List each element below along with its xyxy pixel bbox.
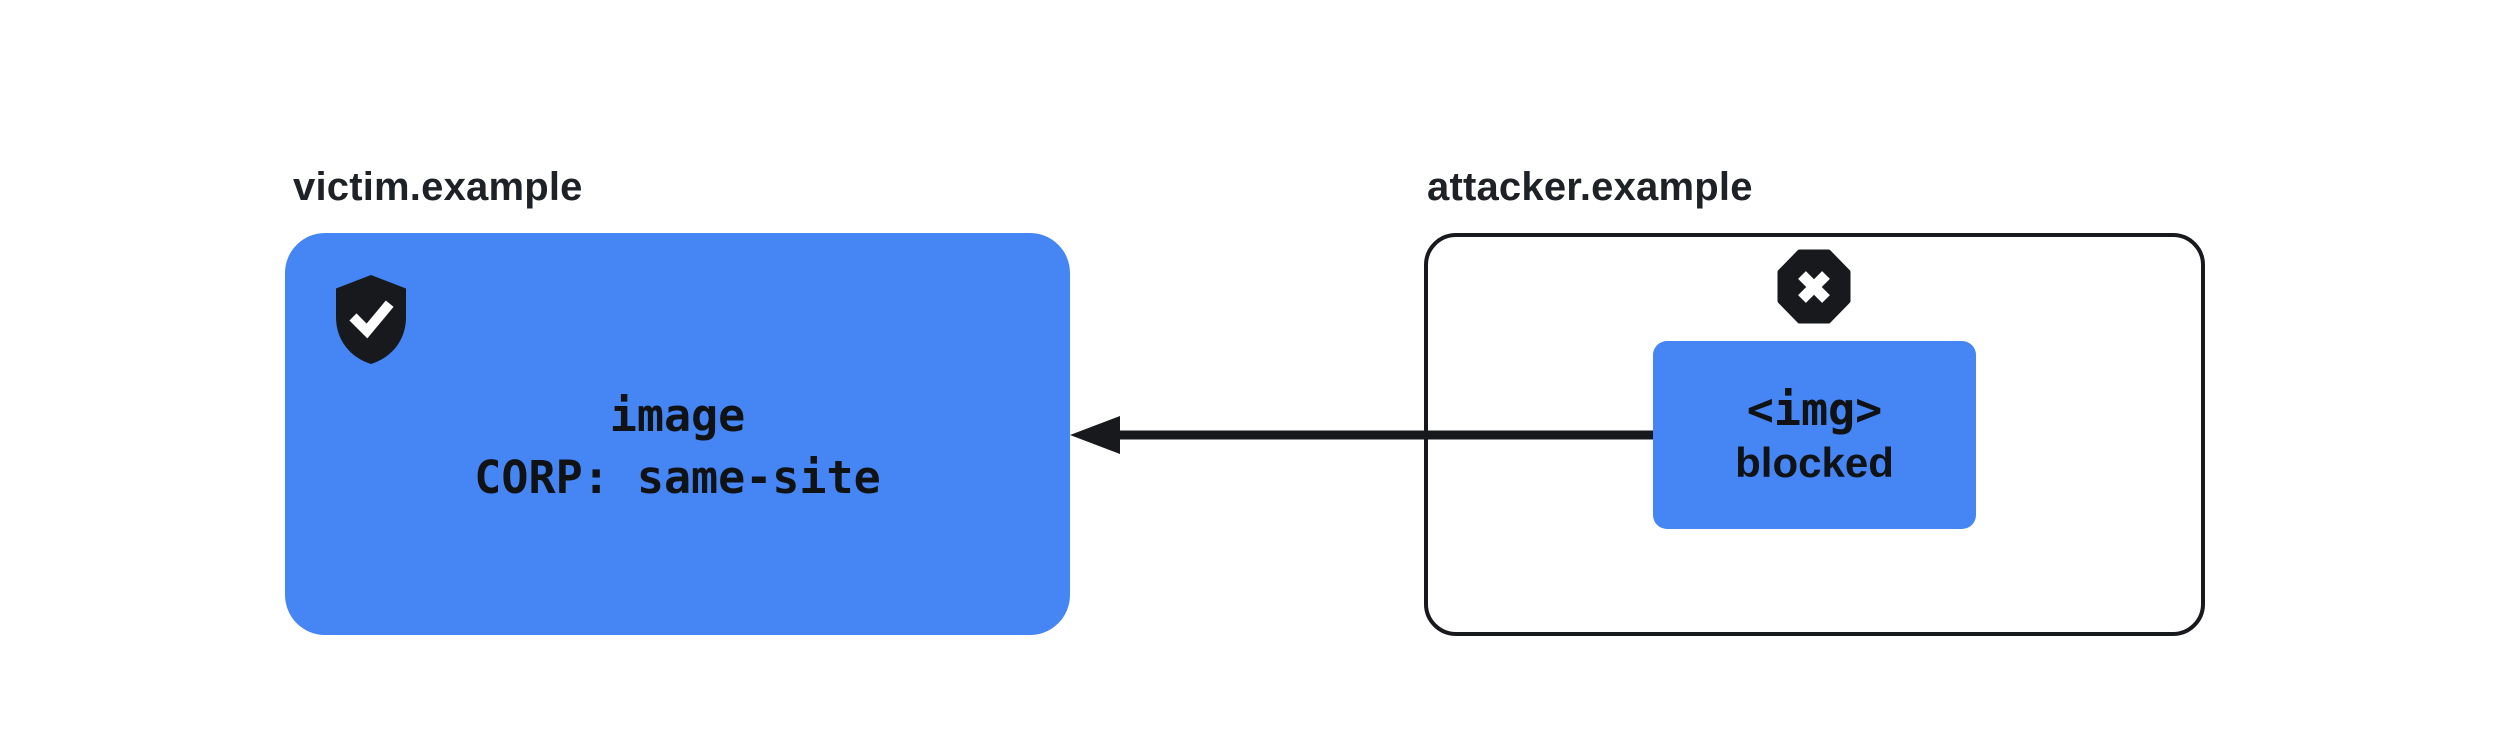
blocked-embed-box: <img> blocked [1653, 341, 1976, 529]
attacker-site-label: attacker.example [1427, 165, 1753, 209]
victim-site-label: victim.example [293, 165, 583, 209]
blocked-status-text: blocked [1735, 439, 1894, 486]
resource-corp-header-text: CORP: same-site [474, 451, 881, 504]
request-arrow [1070, 416, 1653, 454]
shield-check-icon [336, 275, 406, 364]
attacker-page-box: <img> blocked [1424, 233, 2205, 636]
octagon-x-icon [1777, 249, 1851, 324]
victim-resource-box: image CORP: same-site [285, 233, 1070, 635]
resource-type-text: image [609, 389, 746, 442]
img-tag-text: <img> [1746, 383, 1883, 436]
